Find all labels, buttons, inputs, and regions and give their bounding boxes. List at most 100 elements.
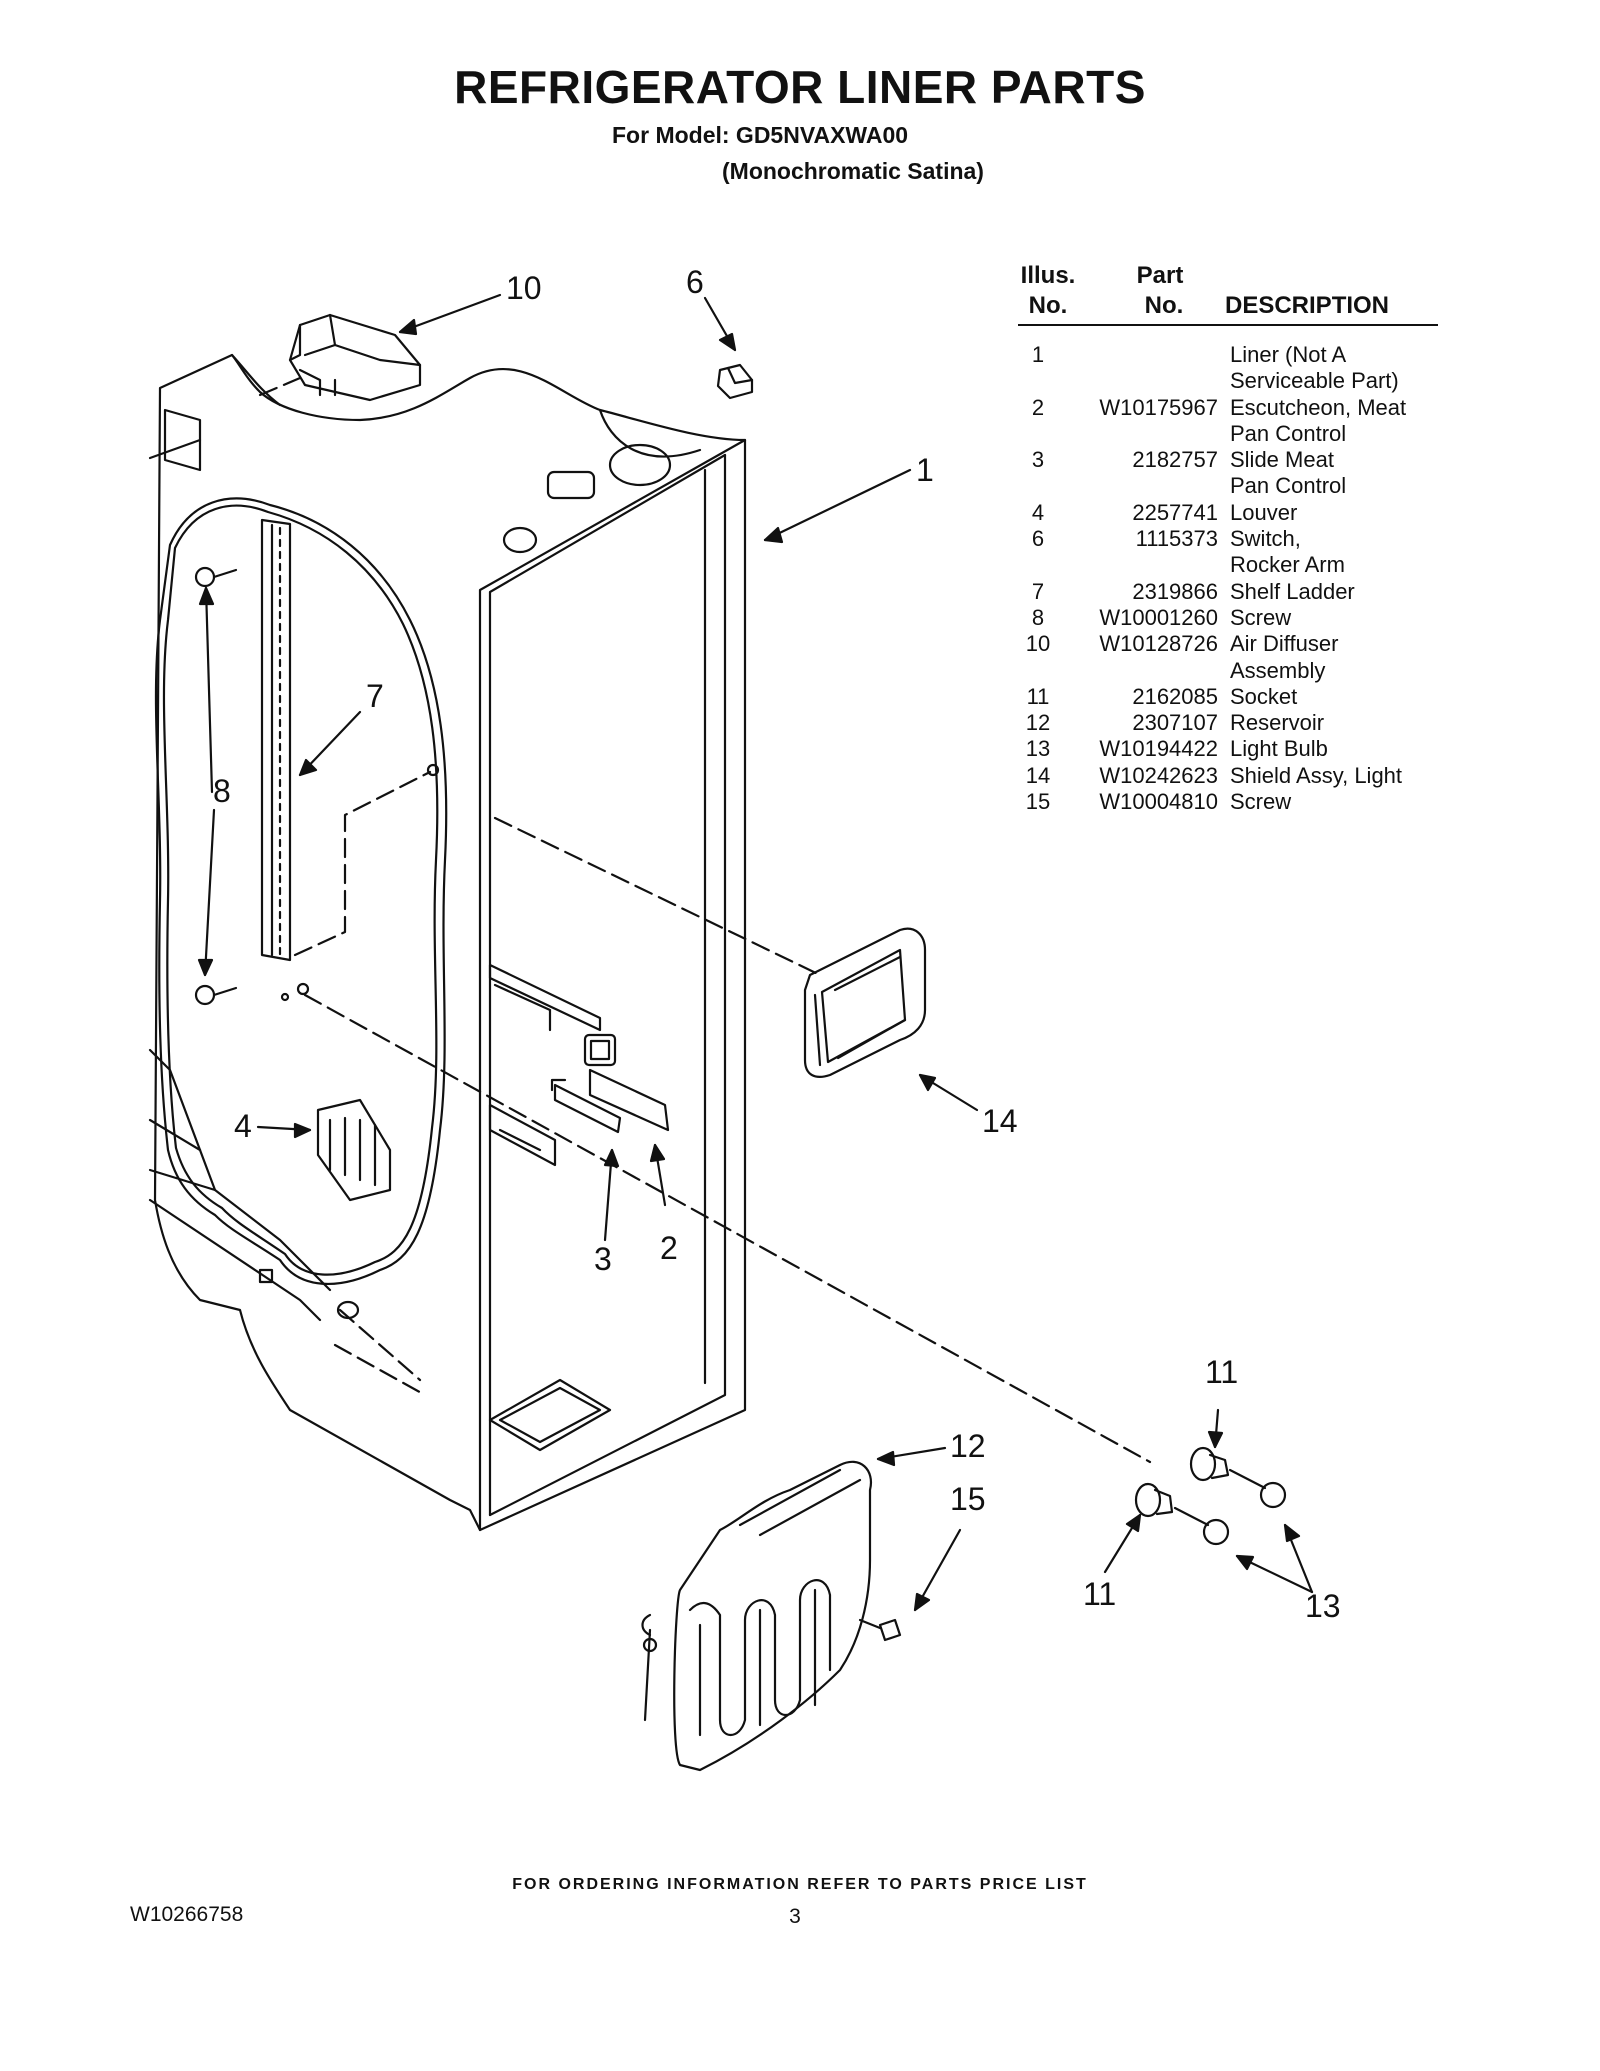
screw-15-drawing [858, 1618, 902, 1642]
description-line: Shield Assy, Light [1230, 762, 1403, 788]
header-part: Part [1136, 262, 1184, 289]
description-line: Reservoir [1230, 710, 1325, 736]
callout-15: 15 [950, 1481, 986, 1517]
header-part-no: No. [1144, 292, 1184, 319]
description-line: Socket [1230, 683, 1298, 709]
louver-drawing [316, 1098, 392, 1202]
callout-3: 3 [594, 1241, 612, 1277]
model-line: For Model: GD5NVAXWA00 [612, 122, 909, 148]
description-line: Slide Meat [1230, 447, 1334, 473]
liner-drawing [148, 353, 747, 1532]
illus-number: 11 [1026, 683, 1050, 709]
screw-drawings [194, 566, 440, 1006]
description: Screw [1230, 605, 1438, 631]
part-number: 2162085 [1132, 683, 1218, 709]
illus-number: 1 [1031, 342, 1045, 367]
description: Reservoir [1230, 710, 1438, 736]
header-rule [1018, 324, 1438, 326]
part-number: 2257741 [1132, 499, 1218, 525]
description-line: Serviceable Part) [1230, 368, 1399, 394]
parts-table-header: Illus. No. Part No. DESCRIPTION [1018, 262, 1438, 324]
description-line: Assembly [1230, 657, 1326, 683]
part-number: W10004810 [1099, 789, 1218, 815]
ordering-note: FOR ORDERING INFORMATION REFER TO PARTS … [512, 1876, 1088, 1893]
description-line: Pan Control [1230, 473, 1347, 499]
page-title: REFRIGERATOR LINER PARTS [454, 61, 1146, 113]
table-row: 7 2319866 Shelf Ladder [1018, 579, 1438, 605]
callout-7: 7 [366, 678, 384, 714]
table-row: 14 W10242623 Shield Assy, Light [1018, 763, 1438, 789]
rocker-switch-drawing [716, 363, 754, 400]
callout-11-upper: 11 [1205, 1354, 1239, 1390]
description: Screw [1230, 789, 1438, 815]
part-number: W10175967 [1099, 394, 1218, 420]
socket-bulb-drawings [1134, 1446, 1287, 1546]
document-number: W10266758 [130, 1903, 244, 1926]
description-line: Shelf Ladder [1230, 578, 1355, 604]
reservoir-drawing [641, 1460, 873, 1772]
callout-2: 2 [660, 1230, 678, 1266]
callout-1: 1 [916, 452, 934, 488]
part-number: W10242623 [1099, 762, 1218, 788]
illus-number: 4 [1031, 499, 1045, 525]
part-number: 2182757 [1132, 447, 1218, 473]
header-illus: Illus. [1020, 262, 1076, 289]
description-line: Switch, [1230, 526, 1301, 552]
illus-number: 12 [1025, 710, 1051, 736]
part-number: 1115373 [1135, 526, 1218, 552]
illus-number: 2 [1031, 394, 1045, 420]
description-line: Louver [1230, 499, 1298, 525]
description-line: Screw [1230, 604, 1292, 630]
illus-number: 8 [1031, 604, 1045, 630]
callout-13: 13 [1305, 1588, 1341, 1624]
part-number: W10128726 [1099, 631, 1218, 657]
illus-number: 13 [1025, 736, 1051, 762]
description: Socket [1230, 684, 1438, 710]
callout-12: 12 [950, 1428, 986, 1464]
illus-number: 7 [1031, 578, 1045, 604]
description-line: Liner (Not A [1230, 342, 1347, 367]
table-row: 13 W10194422 Light Bulb [1018, 736, 1438, 762]
part-number: 2319866 [1132, 578, 1218, 604]
callout-11-lower: 11 [1083, 1576, 1117, 1612]
table-row: 4 2257741 Louver [1018, 500, 1438, 526]
finish-line: (Monochromatic Satina) [722, 158, 984, 184]
callout-4: 4 [234, 1108, 252, 1144]
header-description: DESCRIPTION [1225, 292, 1390, 319]
air-diffuser-drawing [288, 313, 422, 402]
description: Shield Assy, Light [1230, 763, 1438, 789]
description: Light Bulb [1230, 736, 1438, 762]
parts-table: Illus. No. Part No. DESCRIPTION 1 Liner (… [1018, 262, 1438, 814]
shelf-ladder-drawing [260, 518, 292, 962]
description-line: Screw [1230, 789, 1292, 815]
illus-number: 15 [1025, 789, 1051, 815]
callout-14: 14 [982, 1103, 1018, 1139]
illus-number: 14 [1025, 762, 1051, 788]
part-number: W10194422 [1099, 736, 1218, 762]
callout-6: 6 [686, 264, 704, 300]
callout-arrows [197, 293, 1314, 1612]
table-row: 11 2162085 Socket [1018, 684, 1438, 710]
illus-number: 3 [1031, 447, 1045, 473]
header-illus-no: No. [1028, 292, 1068, 319]
light-shield-drawing [803, 927, 927, 1078]
description-line: Air Diffuser [1230, 631, 1339, 657]
illus-number: 10 [1025, 631, 1051, 657]
callout-8: 8 [213, 773, 231, 809]
description-line: Rocker Arm [1230, 552, 1345, 578]
description-line: Escutcheon, Meat [1230, 394, 1407, 420]
page-number: 3 [789, 1905, 801, 1928]
description: Switch,Rocker Arm [1230, 526, 1438, 579]
